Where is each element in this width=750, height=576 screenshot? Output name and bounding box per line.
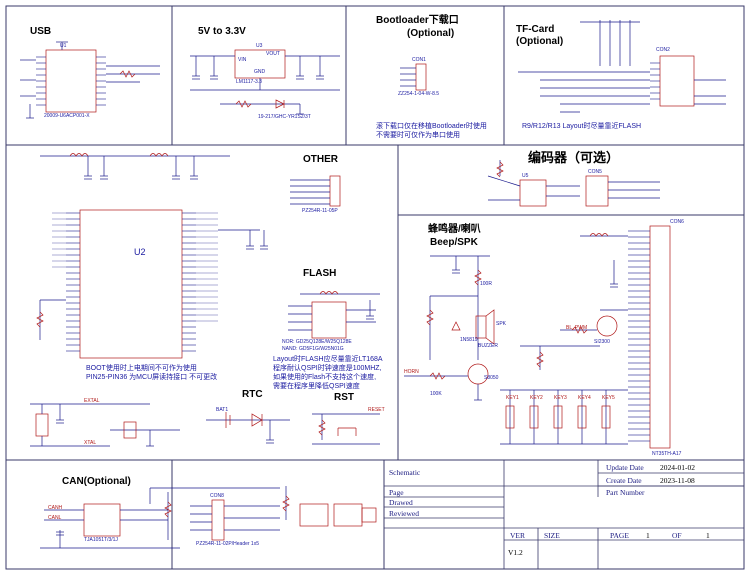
title-size-label: SIZE: [544, 531, 560, 540]
section-subtitle-bootloader: (Optional): [407, 28, 455, 39]
section-title-can: CAN(Optional): [62, 476, 131, 487]
section-title-bootloader: Bootloader下载口: [376, 15, 459, 26]
title-create-date-label: Create Date: [606, 476, 642, 485]
key-label-1: KEY1: [506, 395, 519, 401]
label-reset: RESET: [368, 407, 385, 413]
label-conn-enc: CON5: [588, 169, 602, 175]
label-usb-ic: U1: [60, 43, 67, 49]
label-buz-res-mid: 100K: [430, 391, 442, 397]
title-update-date-label: Update Date: [606, 463, 644, 472]
key-label-2: KEY2: [530, 395, 543, 401]
title-page-num-label: PAGE: [610, 531, 629, 540]
label-conn-lcd: CON6: [670, 219, 684, 225]
label-mcu-ref: U2: [134, 247, 146, 257]
key-label-3: KEY3: [554, 395, 567, 401]
label-q2-part: S8050: [484, 375, 499, 381]
bootloader-circuit: [400, 63, 427, 91]
label-conn-can: CON8: [210, 493, 224, 499]
label-battery: BAT1: [216, 407, 229, 413]
section-title-buzzer: 蜂鸣器/喇叭: [428, 224, 481, 235]
section-title-rtc: RTC: [242, 389, 263, 400]
label-q-part: SI2300: [594, 339, 610, 345]
mcu-circuit: [36, 153, 268, 359]
label-boot-conn: ZZ254-1-04-W-8.5: [398, 91, 440, 97]
other-connector: [290, 175, 341, 207]
label-usb-chip: 20009-U6ACP001-X: [44, 113, 90, 119]
title-page-total: 1: [706, 531, 710, 540]
section-title-usb: USB: [30, 26, 52, 37]
label-ldo-ic: U3: [256, 43, 263, 49]
title-drawed-label: Drawed: [389, 498, 413, 507]
section-title-other: OTHER: [303, 154, 338, 165]
label-conn-bl: CON1: [412, 57, 426, 63]
key-label-4: KEY4: [578, 395, 591, 401]
note-mcu: BOOT使用时上电期间不可作为使用 PIN25-PIN36 为MCU屏读持接口 …: [86, 365, 218, 381]
tfcard-circuit: [518, 20, 726, 113]
encoder-circuit: [487, 160, 660, 207]
section-title-rst: RST: [334, 392, 354, 403]
title-update-date: 2024-01-02: [660, 463, 695, 472]
title-block-grid: [383, 459, 745, 570]
title-version: V1.2: [508, 548, 523, 557]
key-label-5: KEY5: [602, 395, 615, 401]
label-vout: VOUT: [266, 51, 280, 57]
label-buzzer-part: BUZZER: [478, 343, 498, 349]
label-speaker: SPK: [496, 321, 507, 327]
label-extal: EXTAL: [84, 398, 100, 404]
lcd-connector: [520, 225, 671, 449]
label-xtal: XTAL: [84, 440, 97, 446]
buzzer-circuit: [404, 255, 495, 401]
label-can-l: CANL: [48, 515, 62, 521]
note-flash: Layout时FLASH应尽量靠近LT168A 程序耐认QSPI时钟速度是100…: [273, 356, 383, 390]
title-part-number-label: Part Number: [606, 488, 645, 497]
label-lcd-conn: NT35TH-A17: [652, 451, 682, 457]
note-tfcard: R9/R12/R13 Layout时尽量靠近FLASH: [522, 123, 642, 130]
label-vin: VIN: [238, 57, 247, 63]
label-can-chip: TJA1051T/3/1J: [84, 537, 118, 543]
flash-circuit: [288, 291, 380, 339]
section-subtitle-buzzer: Beep/SPK: [430, 237, 478, 248]
label-flash-part: NOR: GD25Q128E/W25Q128E: [282, 339, 352, 345]
title-reviewed-label: Reviewed: [389, 509, 419, 518]
note-bootloader: 滚下载口仅在移植Bootloader时使用 不需要时可仅作为串口使用: [376, 123, 487, 139]
label-diode-part: 1N5819: [460, 337, 478, 343]
label-led: 19-217/GHC-YR1S2/3T: [258, 114, 311, 120]
label-buz-res-top: 100R: [480, 281, 492, 287]
keys-circuit: [500, 389, 628, 445]
title-page-label: Page: [389, 488, 404, 497]
section-title-tfcard: TF-Card: [516, 24, 555, 35]
usb-circuit: [20, 41, 160, 119]
section-subtitle-tfcard: (Optional): [516, 36, 564, 47]
title-schematic-label: Schematic: [389, 468, 421, 477]
rst-circuit: [312, 413, 380, 445]
label-bl-pwm: BL_PWM: [566, 325, 588, 331]
label-conn-other: PZ254R-11-05P: [302, 208, 338, 214]
label-can-h: CANH: [48, 505, 63, 511]
section-title-encoder: 编码器（可选）: [528, 150, 620, 165]
power-ldo-circuit: [190, 49, 340, 115]
title-create-date: 2023-11-08: [660, 476, 695, 485]
label-encoder-ic: U5: [522, 173, 529, 179]
label-can-conn: PZ254R-11-02P/Header 1x5: [196, 541, 259, 547]
crystal-circuit: [30, 403, 180, 447]
title-ver-label: VER: [510, 531, 525, 540]
label-conn-tf: CON2: [656, 47, 670, 53]
title-page-num: 1: [646, 531, 650, 540]
can-circuit: [40, 486, 377, 549]
label-gnd: GND: [254, 69, 266, 75]
section-title-flash: FLASH: [303, 268, 337, 279]
label-flash-part2: NAND: GD5F1G/W25N01G: [282, 346, 344, 352]
title-of-label: OF: [672, 531, 682, 540]
section-title-power: 5V to 3.3V: [198, 26, 246, 37]
label-horn: HORN: [404, 369, 419, 375]
rtc-circuit: [206, 412, 290, 444]
label-ldo: LM1117-3.3: [236, 79, 262, 85]
